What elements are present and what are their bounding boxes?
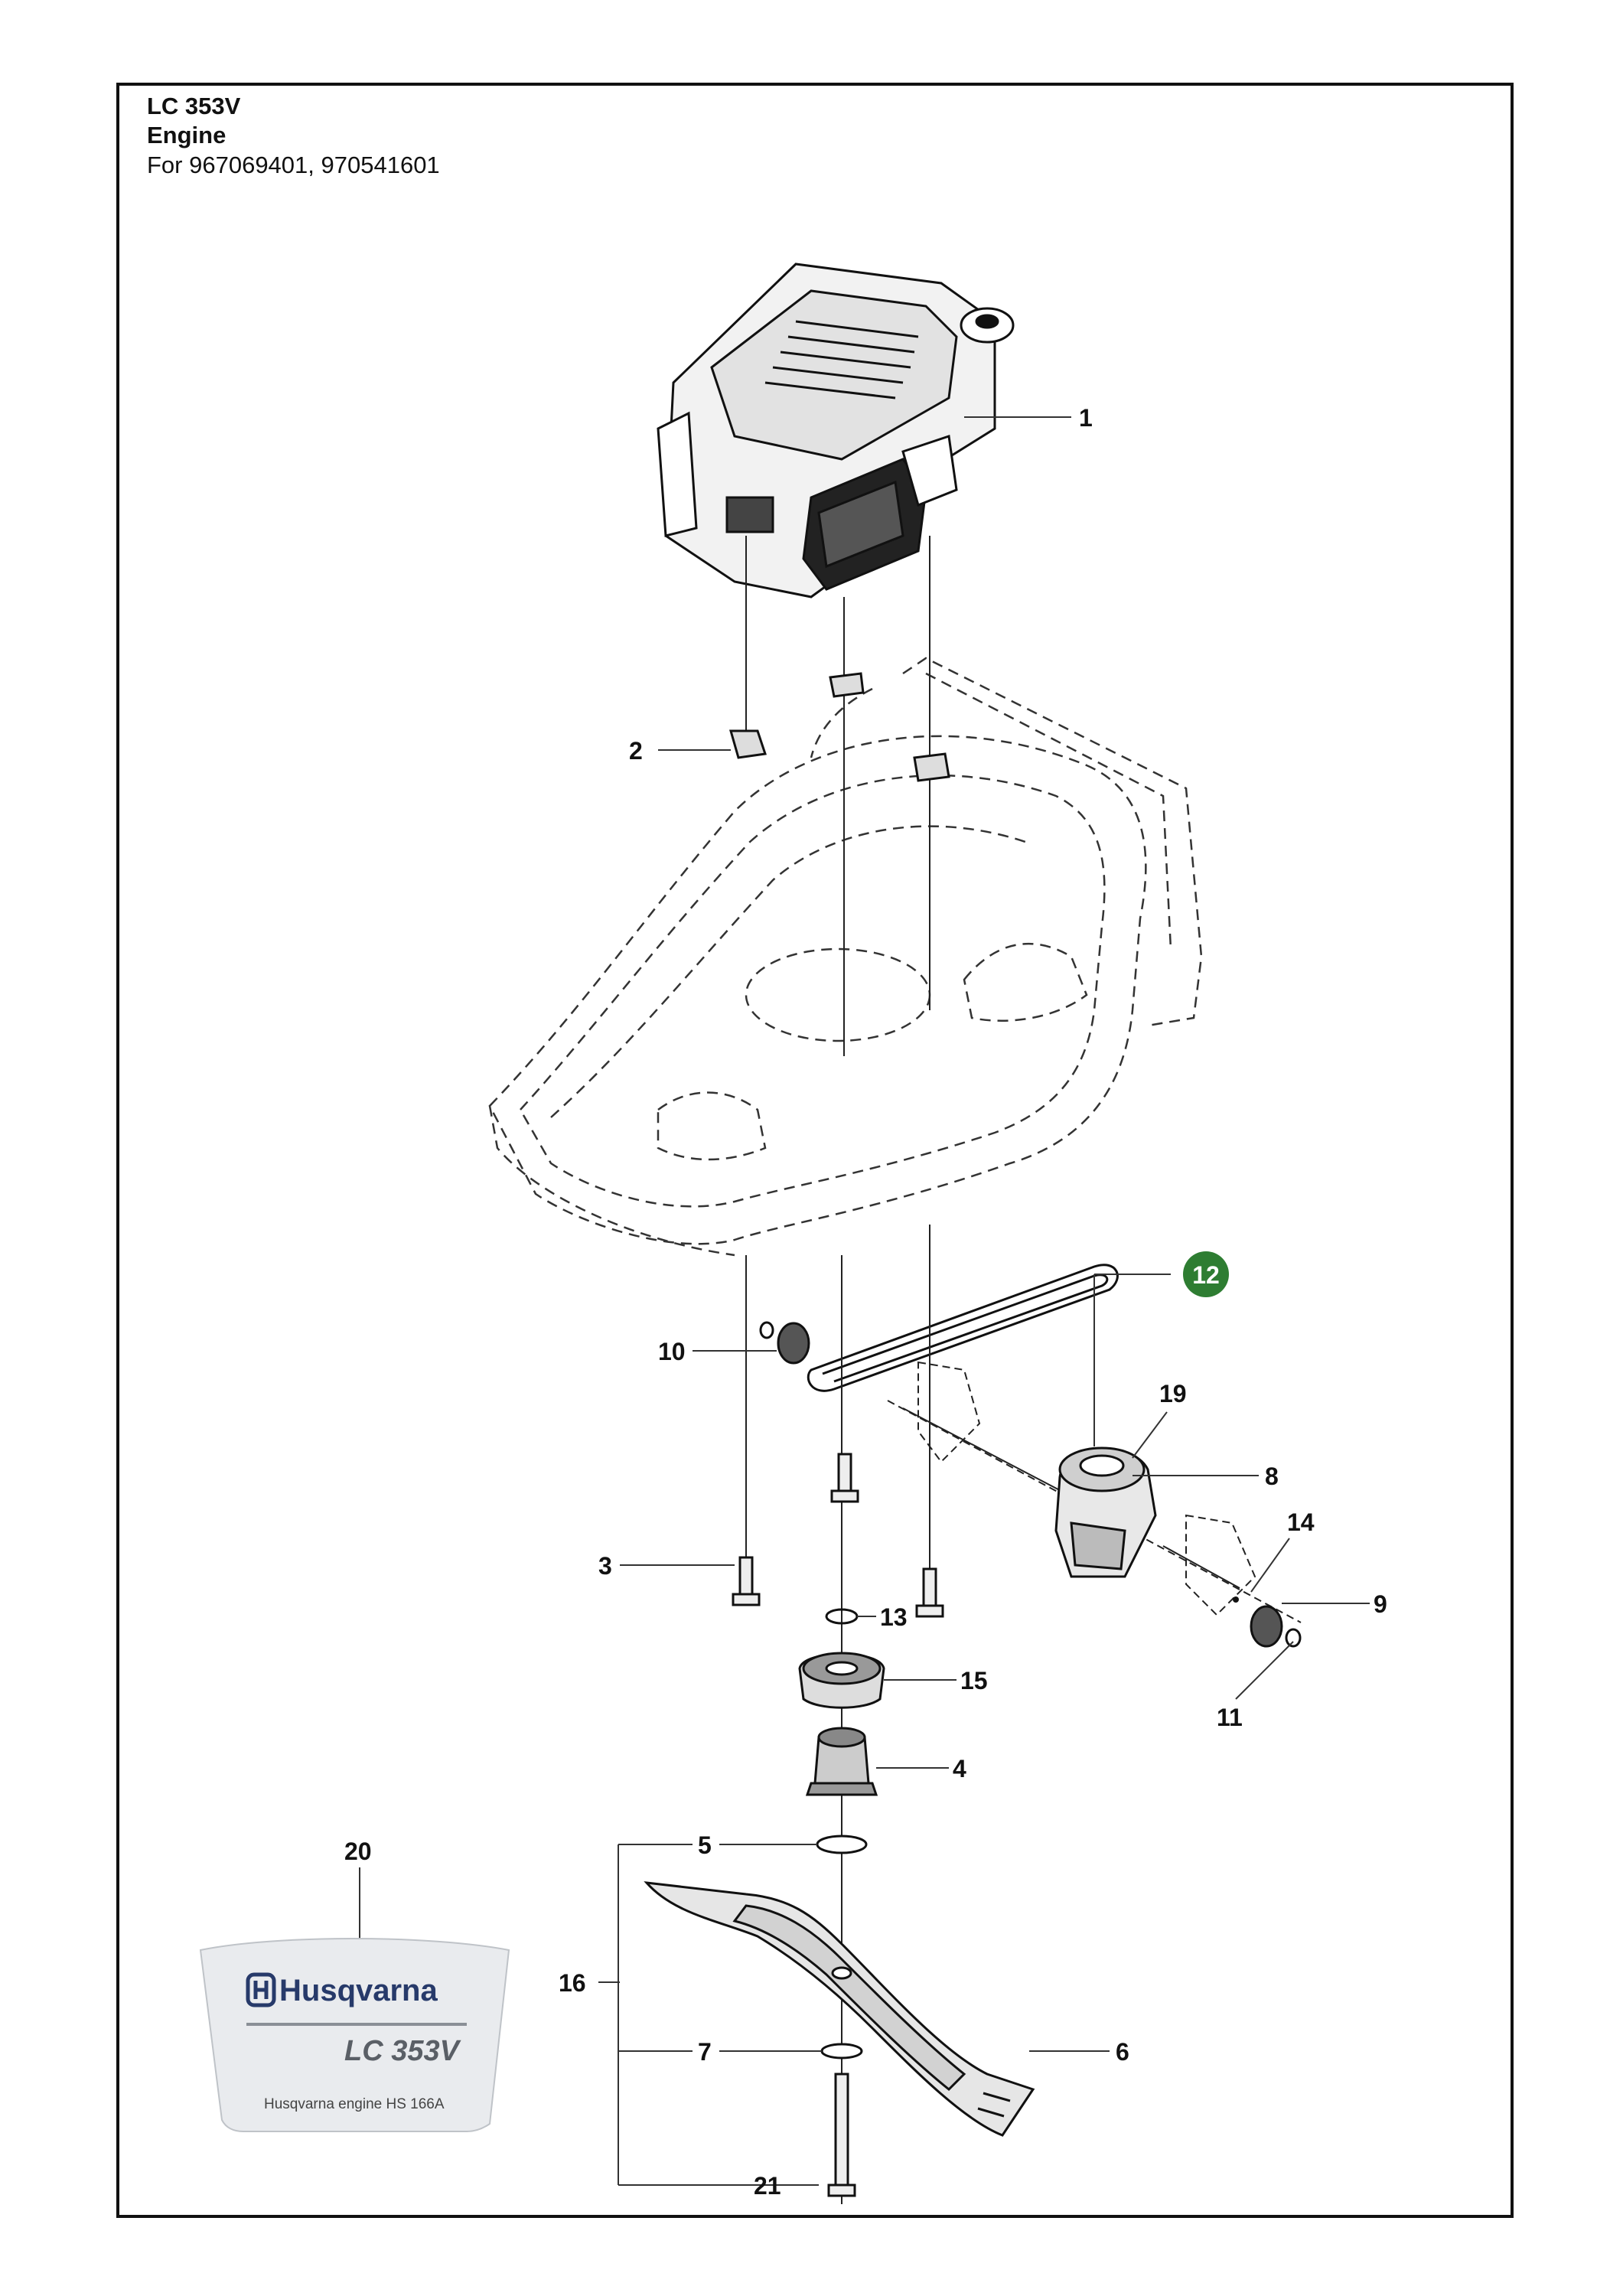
callout-2: 2 <box>629 737 643 765</box>
drawing-title: LC 353V <box>147 93 241 119</box>
drawing-frame <box>116 83 1514 2218</box>
callout-8: 8 <box>1265 1463 1279 1490</box>
model-numbers: For 967069401, 970541601 <box>147 152 440 178</box>
blade-hub <box>805 1727 878 1796</box>
model-decal: Husqvarna LC 353V Husqvarna engine HS 16… <box>199 1938 510 2132</box>
bolt <box>732 1453 944 1618</box>
blade-bolt <box>827 2073 856 2197</box>
husqvarna-logo-icon <box>246 1972 276 2007</box>
drawing-subtitle: Engine <box>147 122 227 148</box>
callout-15: 15 <box>960 1667 988 1694</box>
lower-washer <box>820 2043 863 2060</box>
callout-6: 6 <box>1116 2038 1129 2066</box>
callout-12: 12 <box>1192 1261 1220 1289</box>
drive-pinion-left <box>759 1321 810 1365</box>
callout-20: 20 <box>344 1838 372 1865</box>
callout-9: 9 <box>1374 1590 1387 1618</box>
callout-16: 16 <box>559 1969 586 1997</box>
callout-10: 10 <box>658 1338 686 1365</box>
callout-3: 3 <box>598 1552 612 1580</box>
callout-19: 19 <box>1159 1380 1187 1407</box>
engine <box>657 263 1015 598</box>
decal-brand: Husqvarna <box>279 1974 438 2007</box>
callout-12-highlight: 12 <box>1183 1251 1229 1297</box>
decal-engine-note: Husqvarna engine HS 166A <box>264 2096 445 2112</box>
callout-13: 13 <box>880 1603 908 1631</box>
air-filter-icon <box>725 496 774 533</box>
cutting-blade <box>644 1881 1035 2137</box>
drive-pinion-right <box>1233 1596 1302 1648</box>
gearbox <box>1054 1446 1157 1578</box>
drawing-header: LC 353V Engine For 967069401, 970541601 <box>147 92 440 181</box>
mower-deck-outline <box>488 657 1203 1257</box>
callout-11: 11 <box>1217 1704 1243 1731</box>
callout-14: 14 <box>1287 1508 1315 1536</box>
decal-model: LC 353V <box>344 2035 461 2067</box>
callout-1: 1 <box>1079 404 1093 432</box>
leader-lines <box>359 416 1370 2186</box>
blade-adapter <box>798 1652 885 1709</box>
callout-4: 4 <box>953 1755 966 1782</box>
callout-5: 5 <box>698 1831 712 1859</box>
upper-washer <box>816 1835 868 1854</box>
callout-21: 21 <box>754 2172 781 2200</box>
mounting-clip <box>729 672 950 782</box>
callout-7: 7 <box>698 2038 712 2066</box>
drive-belt <box>807 1264 1119 1392</box>
